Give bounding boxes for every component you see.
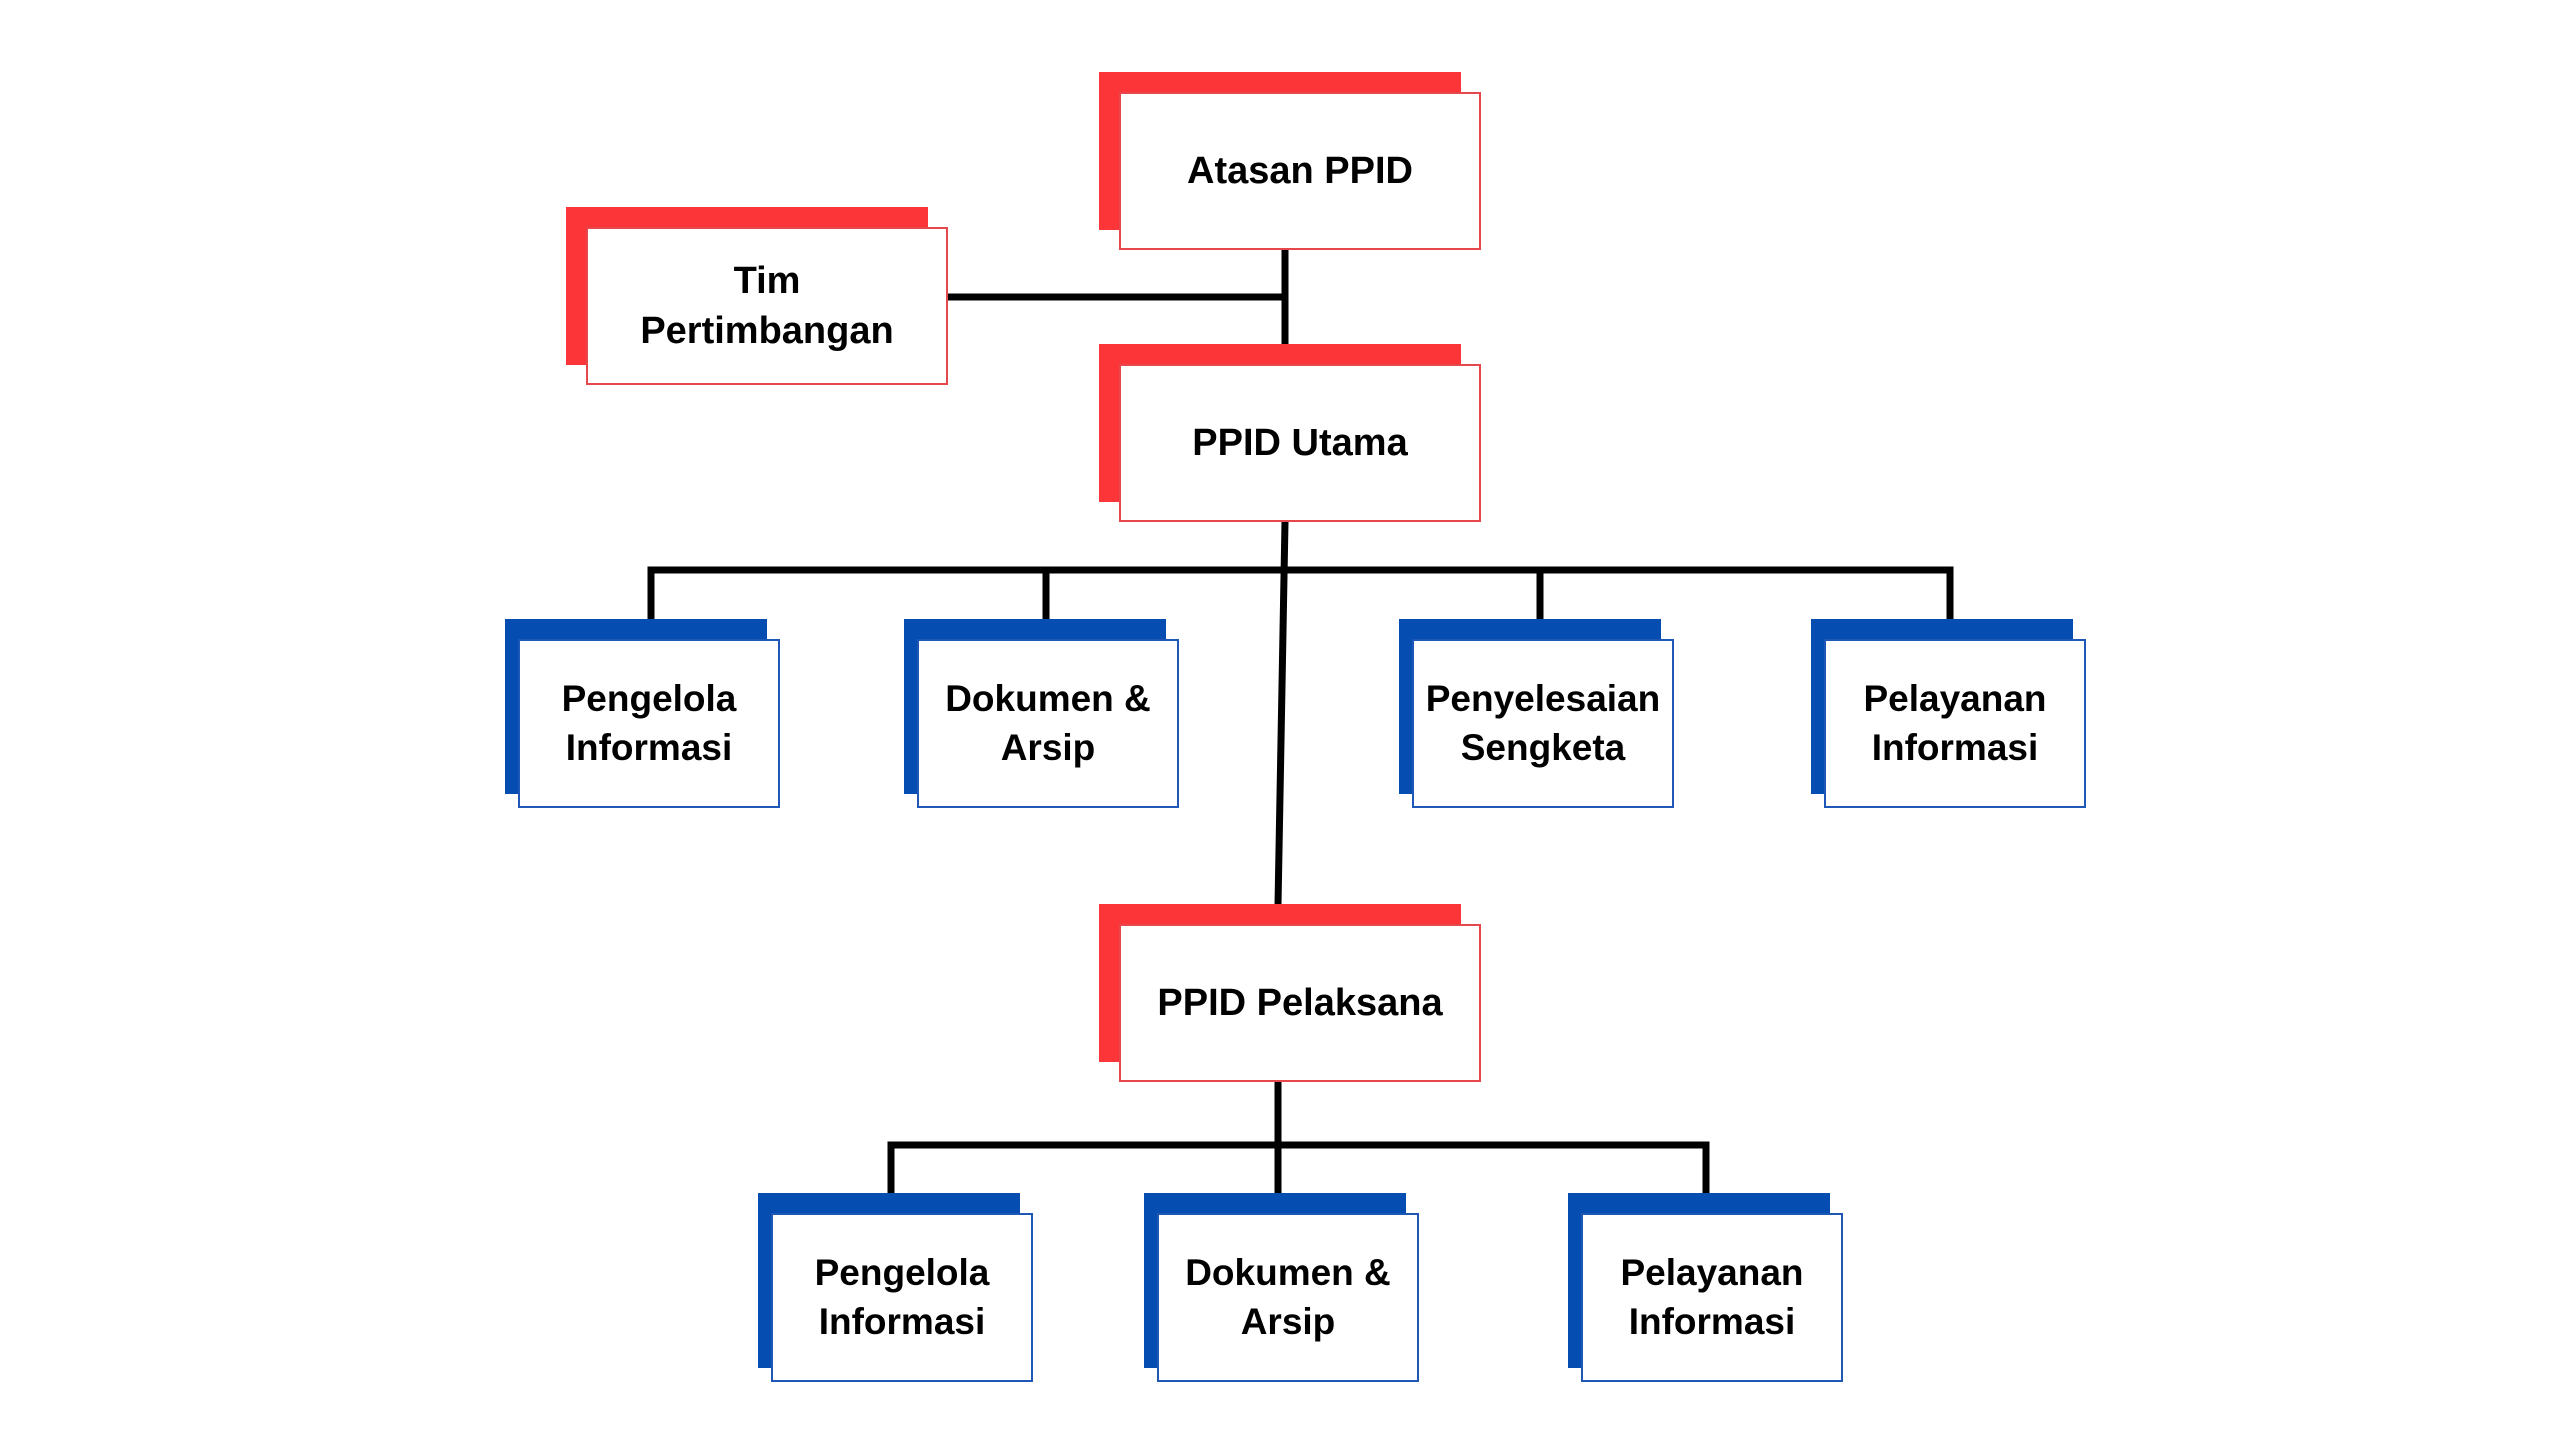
node-box: Atasan PPID <box>1119 92 1481 250</box>
node-label-pengelola-informasi: Pengelola Informasi <box>814 1251 990 1342</box>
node-label-atasan-ppid: Atasan PPID <box>1187 149 1413 192</box>
node-box: Tim Pertimbangan <box>586 227 948 385</box>
node-label-dokumen-arsip: Dokumen & Arsip <box>945 677 1151 768</box>
node-box: Dokumen & Arsip <box>917 639 1179 808</box>
node-label-ppid-pelaksana: PPID Pelaksana <box>1157 981 1443 1024</box>
node-box: Pelayanan Informasi <box>1581 1213 1843 1382</box>
node-utama-dokumen-arsip: Dokumen & Arsip <box>904 619 1179 808</box>
node-utama-pelayanan-informasi: Pelayanan Informasi <box>1811 619 2086 808</box>
node-label-pengelola-informasi: Pengelola Informasi <box>561 677 737 768</box>
node-label-ppid-utama: PPID Utama <box>1192 421 1408 464</box>
node-box: PPID Utama <box>1119 364 1481 522</box>
node-label-penyelesaian-sengketa: Penyelesaian Sengketa <box>1425 677 1661 768</box>
node-atasan-ppid: Atasan PPID <box>1099 72 1481 250</box>
node-tim-pertimbangan: Tim Pertimbangan <box>566 207 948 385</box>
node-ppid-utama: PPID Utama <box>1099 344 1481 522</box>
node-box: Penyelesaian Sengketa <box>1412 639 1674 808</box>
node-box: Pengelola Informasi <box>771 1213 1033 1382</box>
connector-utama-pelaksana <box>1274 518 1289 909</box>
node-box: Pelayanan Informasi <box>1824 639 2086 808</box>
node-utama-pengelola-informasi: Pengelola Informasi <box>505 619 780 808</box>
node-label-dokumen-arsip: Dokumen & Arsip <box>1185 1251 1391 1342</box>
node-label-pelayanan-informasi: Pelayanan Informasi <box>1620 1251 1804 1342</box>
node-box: Pengelola Informasi <box>518 639 780 808</box>
node-pelaksana-dokumen-arsip: Dokumen & Arsip <box>1144 1193 1419 1382</box>
node-label-tim-pertimbangan: Tim Pertimbangan <box>640 259 894 352</box>
node-pelaksana-pelayanan-informasi: Pelayanan Informasi <box>1568 1193 1843 1382</box>
node-ppid-pelaksana: PPID Pelaksana <box>1099 904 1481 1082</box>
node-box: PPID Pelaksana <box>1119 924 1481 1082</box>
node-utama-penyelesaian-sengketa: Penyelesaian Sengketa <box>1399 619 1674 808</box>
node-pelaksana-pengelola-informasi: Pengelola Informasi <box>758 1193 1033 1382</box>
node-box: Dokumen & Arsip <box>1157 1213 1419 1382</box>
node-label-pelayanan-informasi: Pelayanan Informasi <box>1863 677 2047 768</box>
